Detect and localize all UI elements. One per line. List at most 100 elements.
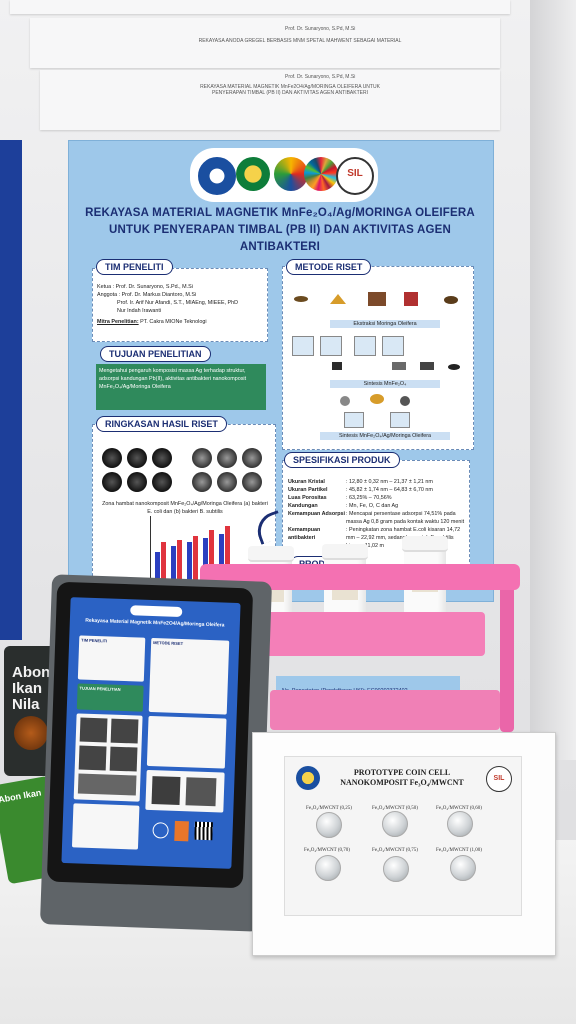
tablet-spec-panel [71,803,140,850]
pack-brand-text: Abon Ikan Nila [12,664,51,713]
beaker-icon [390,412,410,428]
team-panel [92,268,268,342]
beaker-icon [320,336,342,356]
petri-dish-icon [127,448,147,468]
leaves-icon [294,296,308,302]
powder-icon [330,294,346,304]
spec-row: Luas Porositas: 63,25% – 70,56% [288,495,392,501]
lab-logo-icon: SIL [336,157,374,195]
paper1-title: REKAYASA ANODA GREGEL BERBASIS MNM SPETA… [198,38,402,44]
right-panel-edge [530,0,576,760]
method-step2-diagram [292,334,468,374]
left-blue-banner [0,140,22,640]
beaker-icon [354,336,376,356]
petri-dish-icon [242,448,262,468]
petri-dish-icon [217,448,237,468]
tablet-micrograph [78,745,107,771]
tablet-badge-icon [174,820,189,842]
chart-bar [219,534,224,582]
sample-icon [370,394,384,404]
petri-dish-icon [192,448,212,468]
tablet-method-panel: METODE RISET [148,637,230,715]
coin-cell [383,856,409,882]
coin-label: Fe₃O₄/MWCNT (0,60) [436,806,482,811]
background-paper-1: Prof. Dr. Sunaryono, S.Pd, M.Si REKAYASA… [30,18,500,68]
tablet-results-panel [146,715,227,769]
spec-row: Kandungan: Mn, Fe, O, C dan Ag [288,503,399,509]
chart-bar [161,542,166,582]
summary-caption: Zona hambat nanokomposit MnFe₂O₄/Ag/Mori… [102,501,268,515]
machine-icon [368,292,386,306]
tablet-micrograph [79,717,108,743]
coin-frame-title: PROTOTYPE COIN CELL NANOKOMPOSIT Fe₃O₄/M… [340,768,464,787]
petri-dish-icon [152,448,172,468]
coin-cell [315,855,341,881]
sdg-logo-icon [304,157,338,191]
method-label: METODE RISET [286,259,372,275]
objective-text: Mengetahui pengaruh komposisi massa Ag t… [96,364,266,410]
food-photo [14,716,48,750]
poster-logo-bar: SIL [190,148,378,202]
tablet-photo [185,777,217,807]
lab-logo-icon: SIL [486,766,512,792]
tablet-logo-bar [130,605,183,618]
chart-bar [187,542,192,582]
spec-list: Ukuran Kristal: 12,80 ± 0,32 nm – 21,37 … [288,478,466,550]
magnet-icon [332,362,342,370]
rack-lower-shelf [270,690,500,730]
tablet-micrograph [109,746,138,772]
coin-label: Fe₃O₄/MWCNT (0,70) [304,848,350,853]
tablet-poster-title: Rekayasa Material Magnetik MnFe2O4/Ag/Mo… [85,617,225,629]
spec-label: SPESIFIKASI PRODUK [284,452,400,468]
oven-icon [404,292,418,306]
beaker-icon [292,336,314,356]
tablet-objective-panel: TUJUAN PENELITIAN [76,683,144,712]
paper1-name: Prof. Dr. Sunaryono, S.Pd, M.Si [285,26,356,32]
bottle-cap [248,546,294,562]
university-seal-icon [296,766,320,790]
spec-row: Kemampuan Adsorpsi: Mencapai persentase … [288,511,465,525]
tablet-image-grid [73,713,143,802]
tablet-photo [151,776,181,806]
bottle-cap [322,544,368,560]
petri-dish-icon [192,472,212,492]
spec-row: Ukuran Partikel: 45,82 ± 1,74 nm – 64,83… [288,487,433,493]
tablet-circle-icon [152,822,169,839]
chart-bar [155,552,160,582]
tablet-team-panel: TIM PENELITI [77,635,146,682]
coin-label: Fe₃O₄/MWCNT (1,00) [436,848,482,853]
coin-cell [447,811,473,837]
team-label: TIM PENELITI [96,259,173,275]
furnace-icon [392,362,406,370]
spec-row: Ukuran Kristal: 12,80 ± 0,32 nm – 21,37 … [288,479,433,485]
partner-name: PT. Cakra MIONe Teknologi [140,319,207,325]
petri-dish-icon [127,472,147,492]
team-member: Anggota : Prof. Dr. Markus Diantoro, M.S… [97,292,197,298]
extract-icon [444,296,458,304]
qr-code-icon [194,821,213,841]
background-paper-2: Prof. Dr. Sunaryono, S.Pd, M.Si REKAYASA… [40,70,500,130]
poster-title-line-2: UNTUK PENYERAPAN TIMBAL (PB II) DAN AKTI… [108,224,451,236]
coin-label: Fe₃O₄/MWCNT (0,25) [306,806,352,811]
petri-dish-icon [102,448,122,468]
team-leader: Ketua : Prof. Dr. Sunaryono, S.Pd., M.Si [97,284,193,290]
summary-label: RINGKASAN HASIL RISET [96,416,227,432]
coin-label: Fe₃O₄/MWCNT (0,50) [372,806,418,811]
method-step1-diagram [294,290,464,308]
objective-label: TUJUAN PENELITIAN [100,346,211,362]
paper2-title: REKAYASA MATERIAL MAGNETIK MnFe2O4/Ag/MO… [200,84,380,96]
petri-dish-icon [152,472,172,492]
chart-bar [203,538,208,582]
coin-cell [382,811,408,837]
tablet-screen[interactable]: Rekayasa Material Magnetik MnFe2O4/Ag/Mo… [61,597,241,869]
method-step1-label: Ekstraksi Moringa Oleifera [330,320,440,328]
paper2-name: Prof. Dr. Sunaryono, S.Pd, M.Si [285,74,356,80]
petri-dish-icon [242,472,262,492]
method-step2-label: Sintesis MnFe₂O₄ [330,380,440,388]
poster-title-line-1: REKAYASA MATERIAL MAGNETIK MnFe₂O₄/Ag/MO… [85,207,475,219]
powder-icon [448,364,460,370]
chart-bar [193,536,198,582]
bsubtilis-inhibition-images [192,446,272,496]
coin-cell [450,855,476,881]
beaker-icon [382,336,404,356]
